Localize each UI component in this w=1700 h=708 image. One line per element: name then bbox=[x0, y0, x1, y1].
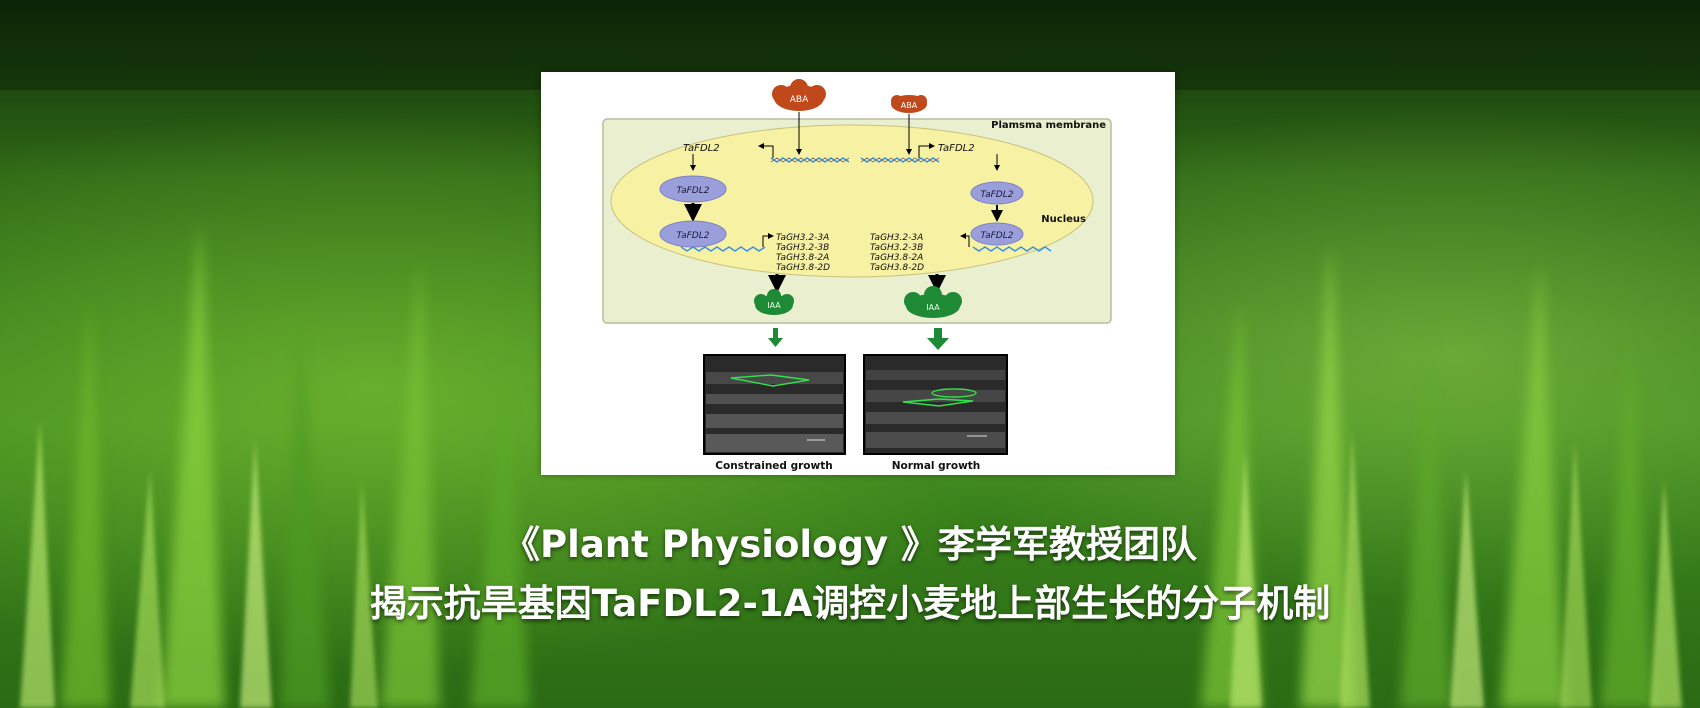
target-right-item: TaGH3.8-2A bbox=[870, 253, 923, 263]
dna-lower-right bbox=[972, 246, 1052, 252]
targets-left-list: TaGH3.2-3A TaGH3.2-3B TaGH3.8-2A TaGH3.8… bbox=[776, 233, 830, 273]
iaa-left-blob: IAA bbox=[754, 289, 794, 315]
dna-upper-right-b bbox=[860, 157, 940, 163]
micrograph-right bbox=[863, 354, 1008, 455]
protein-right-bottom-label: TaFDL2 bbox=[981, 231, 1014, 241]
caption-right: Normal growth bbox=[892, 460, 981, 472]
promoter-lower-left-arrow bbox=[762, 233, 774, 247]
iaa-right-blob: IAA bbox=[904, 286, 962, 318]
nucleus-ellipse bbox=[610, 124, 1094, 278]
protein-right-top bbox=[970, 181, 1024, 205]
aba-right-blob: ABA bbox=[891, 95, 927, 113]
figure-panel: Plamsma membrane Nucleus ABA ABA TaFDL2 bbox=[541, 72, 1175, 475]
caption-left: Constrained growth bbox=[715, 460, 832, 472]
aba-left-label: ABA bbox=[790, 95, 809, 105]
iaa-right-label: IAA bbox=[926, 303, 940, 312]
dna-upper-left-b bbox=[770, 157, 850, 163]
target-left-item: TaGH3.8-2A bbox=[776, 253, 829, 263]
dna-lower-left bbox=[680, 246, 766, 252]
protein-right-bottom bbox=[970, 222, 1024, 246]
target-left-item: TaGH3.2-3A bbox=[776, 233, 829, 243]
promoter-lower-right-arrow bbox=[960, 233, 970, 247]
protein-left-bottom-label: TaFDL2 bbox=[677, 231, 710, 241]
right-green-arrow bbox=[927, 328, 949, 350]
headline-line-2: 揭示抗旱基因TaFDL2-1A调控小麦地上部生长的分子机制 bbox=[369, 582, 1331, 625]
protein-left-top bbox=[659, 175, 727, 203]
target-right-item: TaGH3.2-3B bbox=[870, 243, 923, 253]
iaa-left-label: IAA bbox=[767, 301, 781, 310]
aba-right-label: ABA bbox=[901, 101, 918, 110]
target-right-item: TaGH3.8-2D bbox=[870, 263, 924, 273]
target-right-item: TaGH3.2-3A bbox=[870, 233, 923, 243]
target-left-item: TaGH3.2-3B bbox=[776, 243, 829, 253]
target-left-item: TaGH3.8-2D bbox=[776, 263, 830, 273]
left-green-arrow bbox=[768, 328, 783, 347]
pathway-diagram: Plamsma membrane Nucleus ABA ABA TaFDL2 bbox=[602, 79, 1112, 472]
protein-left-top-label: TaFDL2 bbox=[677, 186, 710, 196]
promoter-right-arrow bbox=[918, 143, 935, 158]
headline-line-1: 《Plant Physiology 》李学军教授团队 bbox=[503, 523, 1197, 566]
protein-right-top-label: TaFDL2 bbox=[981, 190, 1014, 200]
gene-right-label: TaFDL2 bbox=[938, 143, 975, 154]
gene-left-label: TaFDL2 bbox=[683, 143, 720, 154]
nucleus-label: Nucleus bbox=[1041, 214, 1086, 225]
micrograph-left bbox=[703, 354, 846, 455]
promoter-left-arrow bbox=[758, 143, 774, 158]
aba-left-blob: ABA bbox=[772, 79, 826, 111]
membrane-label: Plamsma membrane bbox=[991, 120, 1106, 131]
targets-right-list: TaGH3.2-3A TaGH3.2-3B TaGH3.8-2A TaGH3.8… bbox=[870, 233, 924, 273]
